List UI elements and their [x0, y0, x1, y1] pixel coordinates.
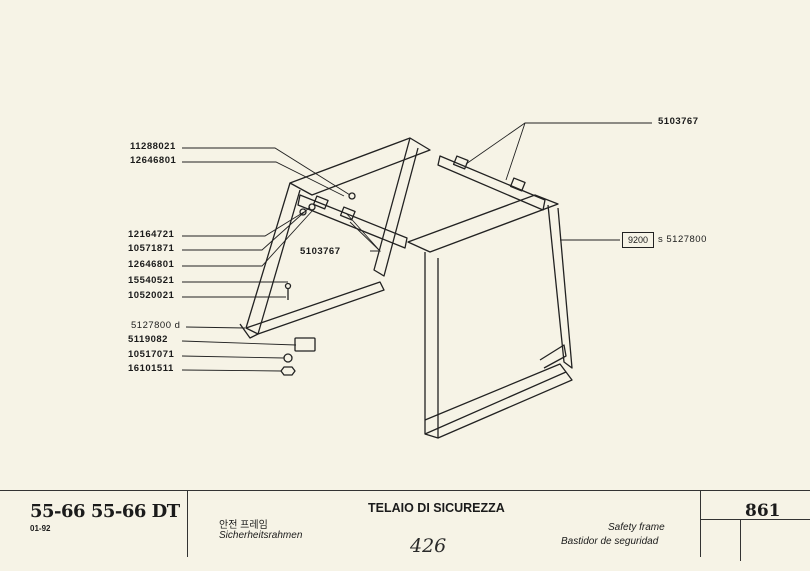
left-cross-bar [297, 194, 408, 249]
divider [700, 491, 701, 557]
clamp-left-a [312, 195, 329, 210]
page-title: TELAIO DI SICUREZZA [368, 501, 505, 515]
divider [740, 519, 741, 561]
bolt-15540521 [284, 282, 292, 290]
back-frame-corner-plate [239, 323, 259, 339]
page-number: 861 [745, 501, 781, 521]
washer-10517071 [283, 353, 293, 363]
part-number-5127800d: 5127800 d [131, 320, 181, 331]
part-number-5103767-mid: 5103767 [300, 246, 341, 257]
title-korean: 안전 프레임 [219, 520, 268, 531]
divider [187, 491, 188, 557]
front-frame-right-post [547, 204, 573, 369]
model-name: 55-66 55-66 DT [30, 501, 180, 522]
part-number-12164721: 12164721 [128, 229, 175, 240]
back-frame-right-post [373, 137, 419, 277]
safety-frame-drawing [181, 122, 652, 439]
nut-16101511 [280, 366, 296, 376]
part-number-16101511: 16101511 [128, 363, 174, 374]
revision-date: 01-92 [30, 524, 51, 533]
front-frame-base-plate [424, 363, 567, 421]
front-frame-top-bar [407, 194, 559, 253]
part-number-12646801: 12646801 [130, 155, 177, 166]
back-frame-base [245, 281, 385, 335]
version-box: 9200 [622, 232, 654, 248]
washer-top [299, 208, 307, 216]
bolt-top [348, 192, 356, 200]
back-frame-left-post [245, 182, 301, 335]
front-frame-brace [539, 344, 567, 369]
front-frame-base [424, 371, 573, 439]
part-number-5103767-top: 5103767 [658, 116, 699, 127]
part-number-15540521: 15540521 [128, 275, 175, 286]
part-number-5119082: 5119082 [128, 334, 168, 345]
part-number-12646801-b: 12646801 [128, 259, 175, 270]
part-number-11288021: 11288021 [130, 141, 176, 152]
part-number-10571871: 10571871 [128, 243, 175, 254]
divider [700, 519, 810, 520]
plate-5119082 [294, 337, 316, 352]
clamp-left-b [339, 206, 356, 221]
title-german: Sicherheitsrahmen [219, 530, 303, 541]
part-number-10520021: 10520021 [128, 290, 175, 301]
front-frame-left-post [424, 252, 439, 439]
title-spanish: Bastidor de seguridad [561, 536, 659, 547]
clamp-right-b [509, 177, 526, 192]
part-number-5127800s: s 5127800 [658, 234, 707, 245]
part-number-10517071: 10517071 [128, 349, 175, 360]
handwritten-note: 426 [410, 535, 447, 557]
title-english: Safety frame [608, 522, 665, 533]
back-frame-top-bar [289, 137, 431, 196]
washer-top-b [308, 203, 316, 211]
title-block: 55-66 55-66 DT 01-92 안전 프레임 Sicherheitsr… [0, 490, 810, 571]
clamp-right-a [452, 155, 469, 170]
